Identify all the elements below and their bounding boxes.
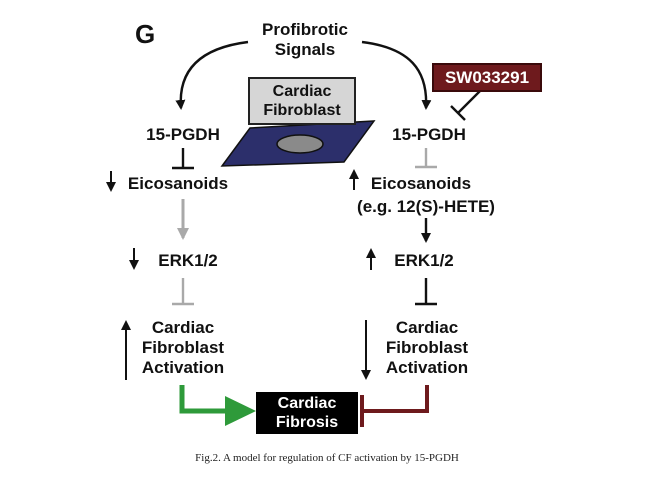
left-15-pgdh-label: 15-PGDH	[146, 125, 220, 144]
right-erk-label: ERK1/2	[394, 251, 454, 270]
left-erk-label: ERK1/2	[158, 251, 218, 270]
right-eicosanoids-example: (e.g. 12(S)-HETE)	[357, 197, 495, 216]
right-15-pgdh-label: 15-PGDH	[392, 125, 466, 144]
figure-caption: Fig.2. A model for regulation of CF acti…	[195, 452, 459, 464]
arrow-signals-to-right-pgdh	[361, 40, 432, 110]
left-eicosanoids-label: Eicosanoids	[127, 174, 229, 193]
promote-arrow-left-to-fibrosis	[179, 385, 228, 414]
inhibitor-bar-sw033291	[450, 105, 466, 121]
cardiac-fibrosis-line1: Cardiac	[277, 395, 337, 412]
left-activation-line1: Cardiac	[151, 318, 215, 337]
panel-label: G	[135, 19, 156, 49]
profibrotic-signals-line1: Profibrotic	[262, 20, 348, 39]
cardiac-fibroblast-line1: Cardiac	[272, 83, 332, 100]
left-activation-line3: Activation	[141, 358, 225, 377]
right-activation-line2: Fibroblast	[385, 338, 469, 357]
right-eicosanoids-label: Eicosanoids	[370, 174, 472, 193]
profibrotic-signals-line2: Signals	[274, 40, 336, 59]
right-activation-line3: Activation	[385, 358, 469, 377]
left-activation-label: Cardiac Fibroblast Activation	[142, 318, 224, 378]
cardiac-fibrosis-line2: Fibrosis	[275, 414, 339, 431]
right-activation-line1: Cardiac	[395, 318, 459, 337]
promote-arrowhead	[225, 396, 256, 426]
inhibitor-line-sw033291	[457, 88, 483, 114]
nucleus-shape	[276, 134, 324, 154]
cardiac-fibrosis-box: Cardiac Fibrosis	[256, 392, 358, 434]
profibrotic-signals-label: Profibrotic Signals	[262, 20, 348, 60]
left-activation-line2: Fibroblast	[141, 338, 225, 357]
sw033291-box: SW033291	[432, 63, 542, 92]
arrow-signals-to-left-pgdh	[175, 40, 249, 110]
inhibit-line-right-to-fibrosis	[363, 385, 429, 413]
cardiac-fibroblast-box: Cardiac Fibroblast	[248, 77, 356, 125]
cardiac-fibroblast-line2: Fibroblast	[263, 102, 341, 119]
right-activation-label: Cardiac Fibroblast Activation	[386, 318, 468, 378]
